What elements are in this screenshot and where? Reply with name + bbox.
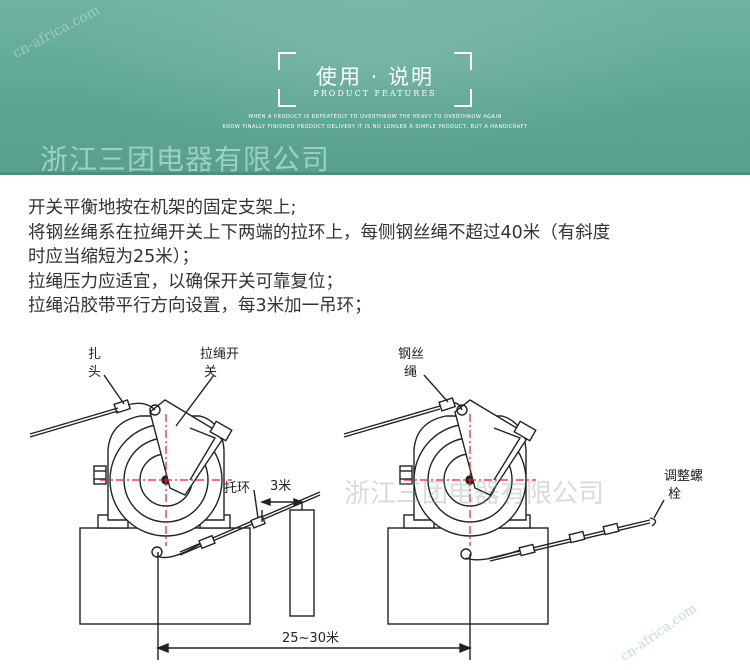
instruction-line: 将钢丝绳系在拉绳开关上下两端的拉环上，每侧钢丝绳不超过40米（有斜度 <box>28 222 611 243</box>
tagline-1: WHEN A PRODUCT IS REPEATEDLY TO OVERTHRO… <box>248 114 502 120</box>
instruction-line: 拉绳压力应适宜，以确保开关可靠复位； <box>28 271 343 292</box>
diagram-watermark: 浙江三团电器有限公司 <box>344 479 604 509</box>
label-3m: 3米 <box>270 479 291 494</box>
label-adjust-1: 调整螺 <box>664 469 703 484</box>
label-distance: 25~30米 <box>282 631 339 646</box>
title-corner-br <box>454 89 472 107</box>
banner-bottom-line <box>0 172 750 175</box>
label-tuohuan: 托环 <box>224 481 250 496</box>
diagram-svg: 扎 头 拉绳开 关 钢丝 绳 托环 3米 调整螺 栓 25~30米 浙江三团电器… <box>29 347 703 665</box>
tagline-2: KNOW FINALLY FINISHED PRODUCT DELIVERY I… <box>222 124 528 130</box>
instructions-block: 开关平衡地按在机架的固定支架上; 将钢丝绳系在拉绳开关上下两端的拉环上，每侧钢丝… <box>28 196 738 319</box>
label-zha-2: 头 <box>88 365 101 380</box>
instruction-line: 时应当缩短为25米）； <box>28 247 200 267</box>
instruction-line: 拉绳沿胶带平行方向设置，每3米加一吊环； <box>28 296 372 316</box>
banner-sheen <box>0 0 750 175</box>
page-subtitle: PRODUCT FEATURES <box>313 89 437 98</box>
right-switch-figure <box>343 397 657 660</box>
company-name: 浙江三团电器有限公司 <box>40 143 331 175</box>
label-switch-1: 拉绳开 <box>200 347 239 362</box>
header-banner: cn-africa.com 使用 · 说明 PRODUCT FEATURES W… <box>0 0 750 175</box>
label-switch-2: 关 <box>204 365 217 380</box>
page-title: 使用 · 说明 <box>315 65 435 89</box>
title-box: 使用 · 说明 PRODUCT FEATURES <box>278 52 472 107</box>
installation-diagram: 扎 头 拉绳开 关 钢丝 绳 托环 3米 调整螺 栓 25~30米 浙江三团电器… <box>0 330 750 670</box>
left-switch-figure <box>29 399 321 660</box>
title-corner-bl <box>278 89 296 107</box>
label-rope-2: 绳 <box>404 365 417 380</box>
left-base-block <box>79 527 251 625</box>
instruction-line: 开关平衡地按在机架的固定支架上; <box>28 198 297 218</box>
label-rope-1: 钢丝 <box>398 347 424 362</box>
right-base-block <box>387 527 549 625</box>
corner-watermark: cn-africa.com <box>618 601 700 665</box>
label-adjust-2: 栓 <box>668 487 681 502</box>
label-zha-1: 扎 <box>88 347 101 362</box>
left-post <box>289 509 315 617</box>
title-corner-tr <box>454 52 472 70</box>
title-corner-tl <box>278 52 296 70</box>
